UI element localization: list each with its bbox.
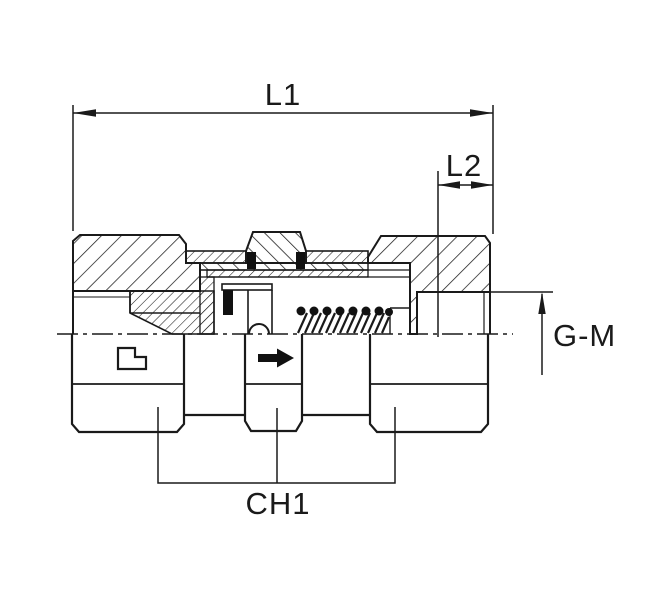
spring-coil-tops (296, 306, 393, 316)
dimension-l2-label: L2 (446, 148, 482, 183)
right-sleeve-section (305, 250, 369, 264)
cartridge-top-wall (206, 269, 369, 278)
gm-arrow-up (538, 292, 546, 314)
dimension-l2 (437, 171, 493, 337)
left-sleeve-section (185, 250, 247, 264)
lower-exterior-view (70, 334, 490, 434)
body-band-section (199, 262, 369, 271)
cartridge-left-wall (199, 276, 215, 335)
dimension-l1 (72, 105, 494, 234)
flow-direction-arrow-icon (258, 348, 294, 368)
upper-section-view (72, 231, 491, 335)
poppet-assembly (221, 283, 273, 335)
dimension-l1-label: L1 (265, 77, 301, 112)
dimension-ch1 (157, 407, 396, 484)
l2-arrow-left (438, 181, 460, 189)
center-hex-outline (243, 334, 304, 433)
l1-arrow-right (470, 109, 493, 117)
dimension-gm (417, 291, 553, 375)
right-nut-section (367, 235, 491, 335)
right-seal (296, 252, 305, 269)
poppet-seal (223, 290, 233, 315)
left-nut-section (72, 234, 201, 292)
internal-lines (72, 262, 491, 334)
spring (296, 306, 393, 334)
left-seal (247, 252, 256, 269)
l2-arrow-right (471, 181, 493, 189)
right-nut-outline (368, 334, 490, 434)
poppet-dome (248, 323, 270, 335)
manufacturer-logo-icon (116, 346, 148, 371)
dimension-gm-label: G-M (553, 318, 616, 353)
poppet-guide-plate (221, 283, 273, 291)
l1-arrow-left (73, 109, 96, 117)
left-nut-outline (70, 334, 186, 434)
dimension-ch1-label: CH1 (245, 486, 310, 521)
